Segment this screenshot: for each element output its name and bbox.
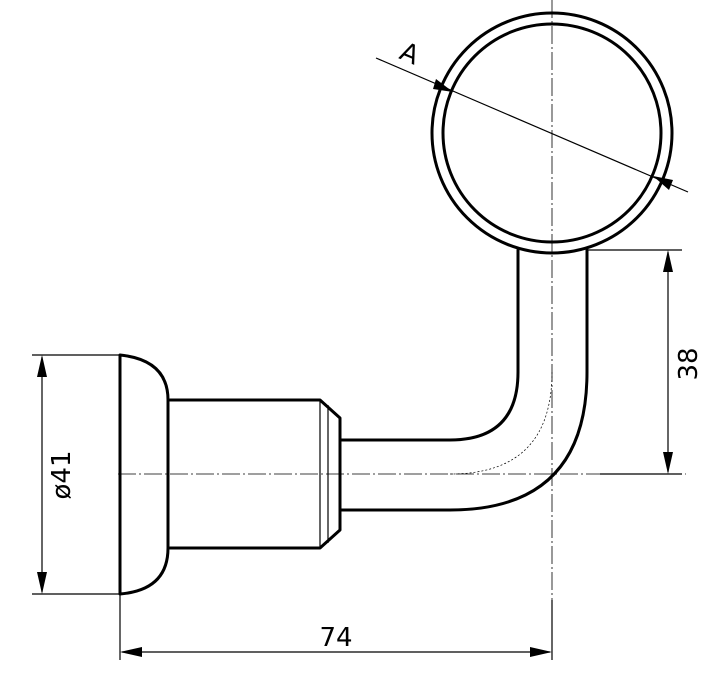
- arm-outer-bend: [338, 370, 589, 512]
- dimension-diameter: ø41: [32, 354, 120, 595]
- arrow-dia-bottom: [37, 572, 47, 594]
- arrow-length-right: [530, 647, 552, 657]
- center-lines: [118, 0, 686, 652]
- section-line: [375, 57, 689, 193]
- base-dome: [118, 353, 170, 596]
- section-label: A: [395, 37, 423, 72]
- section-arrow-right: [653, 176, 673, 190]
- arrow-length-left: [120, 647, 142, 657]
- dimension-label-height: 38: [674, 347, 704, 380]
- dimension-length: 74: [119, 594, 553, 660]
- arrow-height-bottom: [663, 452, 673, 474]
- section-line-a: A: [375, 37, 689, 193]
- tube-inner-circle: [441, 22, 663, 244]
- arm-inner-bend: [338, 370, 520, 442]
- arrow-height-top: [663, 250, 673, 272]
- handrail-section: [430, 11, 674, 255]
- bracket-arm: [338, 248, 589, 512]
- tube-outer-circle: [430, 11, 674, 255]
- section-arrow-left: [433, 79, 453, 92]
- dimension-height: 38: [587, 249, 704, 475]
- dimension-label-length: 74: [319, 623, 352, 653]
- dimension-label-diameter: ø41: [47, 451, 77, 500]
- wall-mount: [118, 353, 342, 596]
- collar-body: [168, 398, 342, 550]
- arrow-dia-top: [37, 355, 47, 377]
